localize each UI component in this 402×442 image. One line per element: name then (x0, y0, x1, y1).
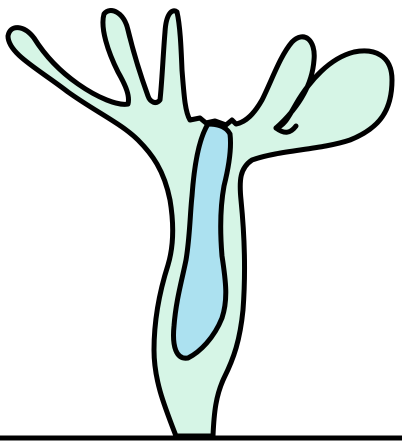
hydra-drawing (0, 0, 402, 442)
hydra-diagram (0, 0, 402, 442)
